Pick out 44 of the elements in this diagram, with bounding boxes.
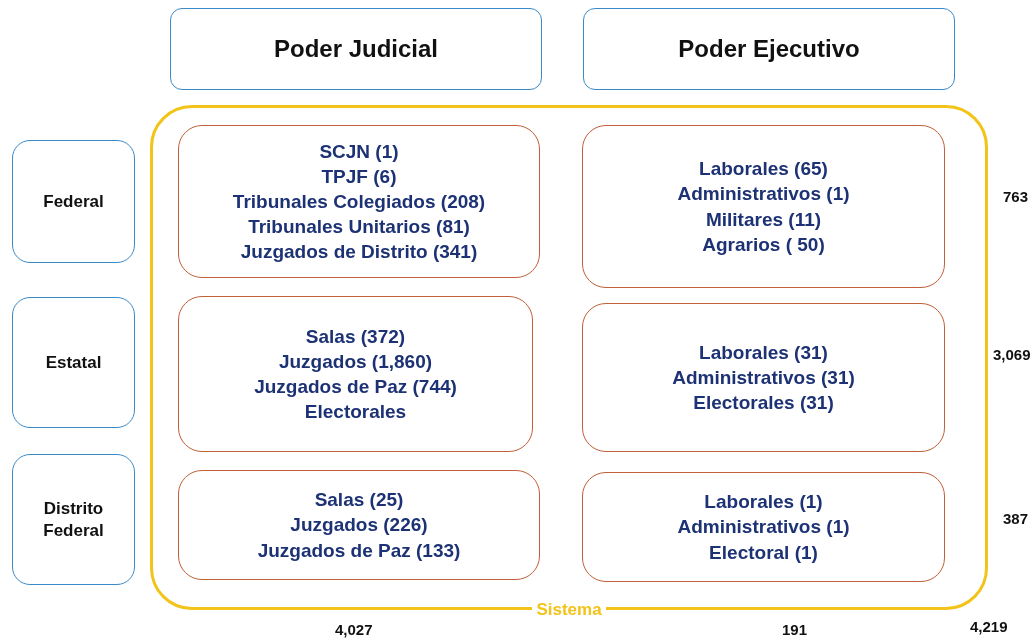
court-item: Administrativos (31) [672, 365, 855, 390]
court-item: Tribunales Colegiados (208) [232, 189, 486, 214]
header-box [583, 8, 955, 90]
court-item: Electorales [304, 400, 407, 425]
total-number: 763 [1003, 188, 1029, 205]
category-box [582, 303, 945, 452]
court-item: TPJF (6) [321, 164, 397, 189]
total-number: 3,069 [993, 346, 1031, 363]
row-label: Distrito Federal [42, 498, 105, 541]
court-item: Agrarios ( 50) [702, 232, 825, 257]
category-box [178, 296, 533, 452]
category-box [178, 470, 540, 580]
row-label-box [12, 297, 135, 428]
total-number: 387 [1003, 510, 1029, 527]
court-item: Laborales (65) [699, 157, 828, 182]
row-label: Estatal [45, 351, 102, 374]
court-item: Juzgados de Distrito (341) [240, 240, 478, 265]
category-box [582, 125, 945, 288]
row-label: Federal [43, 190, 104, 213]
court-item: Militares (11) [705, 207, 822, 232]
court-item: Juzgados (1,860) [278, 349, 433, 374]
court-item: Salas (25) [314, 488, 404, 513]
header-box [170, 8, 542, 90]
court-item: Electoral (1) [709, 540, 818, 565]
row-label-box [12, 454, 135, 585]
court-item: Juzgados de Paz (133) [257, 538, 461, 563]
header-text: Poder Ejecutivo [678, 34, 860, 64]
court-item: Salas (372) [305, 324, 406, 349]
court-item: Laborales (31) [699, 340, 828, 365]
court-item: Electorales (31) [693, 391, 834, 416]
total-number: 191 [782, 621, 808, 638]
court-item: Tribunales Unitarios (81) [248, 215, 470, 240]
category-box [178, 125, 540, 278]
court-item: Laborales (1) [704, 490, 823, 515]
category-box [582, 472, 945, 582]
court-item: Administrativos (1) [677, 515, 850, 540]
total-number: 4,219 [970, 618, 1008, 635]
court-item: Juzgados (226) [290, 513, 428, 538]
total-number: 4,027 [335, 621, 373, 638]
row-label-box [12, 140, 135, 263]
court-item: Administrativos (1) [677, 182, 850, 207]
court-item: SCJN (1) [319, 139, 399, 164]
header-text: Poder Judicial [273, 34, 439, 64]
court-item: Juzgados de Paz (744) [254, 375, 457, 399]
